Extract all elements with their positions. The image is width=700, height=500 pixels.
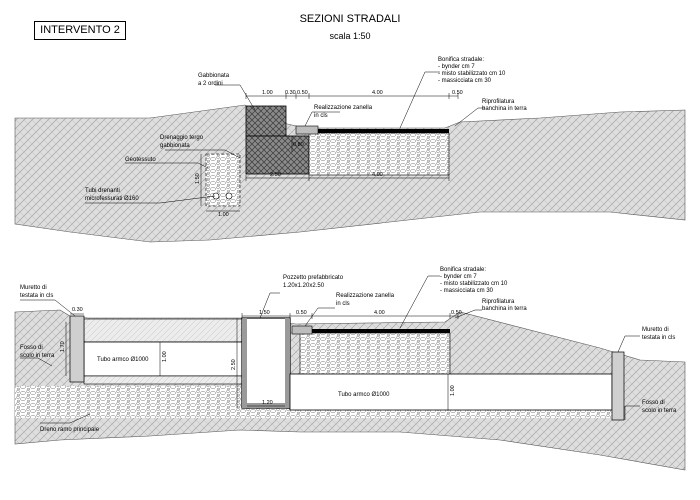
dim-1-00-right: 1.00 (450, 385, 456, 396)
pozzetto-wall-right (285, 318, 290, 408)
muretto-right (611, 351, 625, 421)
intervento-label: INTERVENTO 2 (34, 21, 126, 40)
fill-left (83, 318, 243, 343)
label-fosso-left-1: Fosso di (20, 345, 43, 351)
label-bonifica-s1-2: - bynder cm 7 (438, 64, 475, 70)
label-zanella-s1-2: in cls (314, 113, 328, 119)
drain-pipe-a (212, 192, 220, 200)
label-zanella-s1-1: Realizzazione zanella (314, 105, 373, 111)
dim-1-50: 1.50 (195, 173, 201, 184)
label-bonifica-s1-3: - misto stabilizzato cm 10 (438, 71, 506, 77)
label-fosso-left-2: scolo in terra (20, 353, 55, 359)
dim-0-50-right: 0.50 (452, 90, 463, 96)
section-1: 1.00 0.30 0.50 4.00 0.50 0.80 2.50 4.00 … (14, 57, 686, 243)
label-fosso-right-2: scolo in terra (642, 408, 677, 414)
zanella-section-1 (295, 125, 319, 135)
label-bonifica-s1-1: Bonifica stradale: (438, 57, 484, 63)
label-tubo-left: Tubo armco Ø1000 (97, 357, 149, 363)
label-riprofilatura-s1-1: Riprofilatura (482, 99, 515, 105)
label-bonifica-s2-4: - massicciata cm 30 (440, 288, 494, 294)
dim-0-50-s2: 0.50 (296, 310, 307, 316)
label-geotessuto: Geotessuto (125, 157, 156, 163)
label-fosso-right-1: Fosso di (642, 400, 665, 406)
label-tubo-right: Tubo armco Ø1000 (338, 392, 390, 398)
label-pozzetto-2: 1.20x1.20x2.50 (283, 283, 325, 289)
dim-0-80: 0.80 (293, 142, 304, 148)
label-dreno: Dreno ramo principale (40, 427, 100, 433)
dim-1-50-s2: 1.50 (259, 310, 270, 316)
pozzetto (241, 317, 291, 409)
dim-1-70: 1.70 (60, 341, 66, 352)
dim-0-30-top: 0.30 (285, 90, 296, 96)
label-drenaggio-1: Drenaggio tergo (160, 135, 204, 141)
label-muretto-right-2: testata in cls (642, 335, 675, 341)
dim-4-00-bottom: 4.00 (372, 172, 383, 178)
road-base-section-2 (299, 332, 451, 376)
dim-1-00-left: 1.00 (162, 351, 168, 362)
label-pozzetto-1: Pozzetto prefabbricato (283, 275, 344, 281)
label-bonifica-s2-1: Bonifica stradale: (440, 267, 486, 273)
label-drenaggio-2: gabbionata (160, 143, 190, 149)
pozzetto-base (242, 403, 290, 408)
zanella-section-2 (291, 325, 313, 335)
label-bonifica-s2-2: - bynder cm 7 (440, 274, 477, 280)
label-riprofilatura-s1-2: banchina in terra (482, 106, 527, 112)
dim-0-50-right-s2: 0.50 (451, 310, 462, 316)
label-gabbionata-2: a 2 ordini (198, 81, 223, 87)
dim-4-00-s2: 4.00 (374, 310, 385, 316)
dim-2-50: 2.50 (270, 172, 281, 178)
section-2: 0.30 1.70 1.00 1.50 0.50 4.00 0.50 2.50 … (14, 267, 686, 471)
drawing-title: SEZIONI STRADALI (299, 13, 401, 25)
dim-0-30-s2: 0.30 (72, 307, 83, 313)
label-riprofilatura-s2-1: Riprofilatura (482, 299, 515, 305)
label-bonifica-s2-3: - misto stabilizzato cm 10 (440, 281, 508, 287)
dim-0-50-top: 0.50 (297, 90, 308, 96)
label-zanella-s2-2: in cls (336, 301, 350, 307)
muretto-left (69, 315, 85, 383)
drain-trench (205, 153, 241, 207)
label-muretto-left-2: testata in cls (20, 293, 53, 299)
pipe-left-bed (83, 375, 243, 385)
dim-1-20: 1.20 (262, 400, 273, 406)
label-tubi-1: Tubi drenanti (85, 188, 120, 194)
dim-1-00-bottom: 1.00 (218, 212, 229, 218)
drawing-scale: scala 1:50 (329, 31, 371, 41)
dim-2-50-s2: 2.50 (231, 359, 237, 370)
road-binder-section-1 (318, 129, 449, 133)
dim-4-00-top: 4.00 (372, 90, 383, 96)
drain-pipe-b (225, 192, 233, 200)
label-tubi-2: microfessurati Ø160 (85, 196, 139, 202)
label-muretto-left-1: Muretto di (20, 285, 47, 291)
dim-1-00-top: 1.00 (262, 90, 273, 96)
road-base-section-1 (308, 132, 450, 176)
label-riprofilatura-s2-2: banchina in terra (482, 306, 527, 312)
label-muretto-right-1: Muretto di (642, 327, 669, 333)
label-bonifica-s1-4: - massicciata cm 30 (438, 78, 492, 84)
pozzetto-wall-left (242, 318, 247, 408)
gabion-upper (245, 105, 287, 137)
label-gabbionata-1: Gabbionata (198, 73, 230, 79)
label-zanella-s2-1: Realizzazione zanella (336, 293, 395, 299)
pipe-right (289, 373, 613, 411)
road-binder-section-2 (312, 329, 450, 333)
